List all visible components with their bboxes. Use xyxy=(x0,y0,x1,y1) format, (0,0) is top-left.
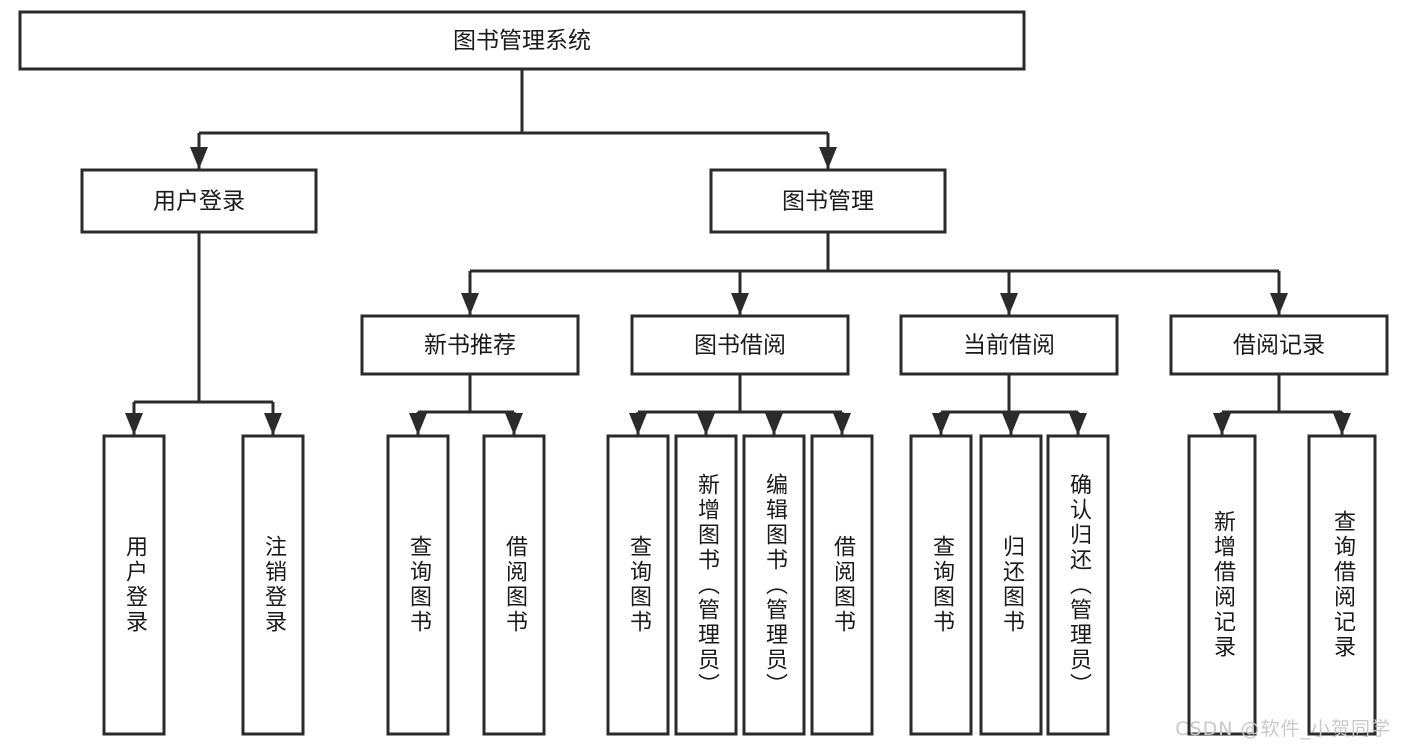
arrow-head-icon xyxy=(731,293,749,315)
level2-node-box-1[interactable] xyxy=(709,168,947,234)
arrow-head-icon xyxy=(505,413,523,435)
arrow-head-icon xyxy=(264,413,282,435)
leaf-node-box-10[interactable] xyxy=(1046,434,1110,736)
csdn-watermark: CSDN @软件_小贺同学 xyxy=(1175,718,1391,740)
arrow-head-icon xyxy=(1002,413,1020,435)
level2-node-box-0[interactable] xyxy=(80,168,318,234)
level3-node-box-1[interactable] xyxy=(630,314,850,376)
arrow-head-icon xyxy=(629,413,647,435)
root-node-label: 图书管理系统 xyxy=(453,28,591,54)
arrow-head-icon xyxy=(833,413,851,435)
level3-node-box-0[interactable] xyxy=(360,314,580,376)
arrow-head-icon xyxy=(697,413,715,435)
leaf-node-box-8[interactable] xyxy=(909,434,973,736)
leaf-node-box-3[interactable] xyxy=(482,434,546,736)
arrow-head-icon xyxy=(819,147,837,169)
leaf-node-box-7[interactable] xyxy=(810,434,874,736)
arrow-head-icon xyxy=(765,413,783,435)
node-boxes xyxy=(18,10,1389,736)
arrow-head-icon xyxy=(461,293,479,315)
leaf-node-box-12[interactable] xyxy=(1307,434,1377,736)
arrow-head-icon xyxy=(409,413,427,435)
level3-node-box-3[interactable] xyxy=(1169,314,1389,376)
arrow-head-icon xyxy=(1000,293,1018,315)
leaf-node-box-4[interactable] xyxy=(606,434,670,736)
level3-node-label-1: 图书借阅 xyxy=(694,333,786,359)
level3-node-box-2[interactable] xyxy=(899,314,1119,376)
arrow-head-icon xyxy=(932,413,950,435)
leaf-node-box-1[interactable] xyxy=(241,434,305,736)
arrow-head-icon xyxy=(1333,413,1351,435)
root-node-box[interactable] xyxy=(18,10,1026,71)
level2-node-label-1: 图书管理 xyxy=(782,189,874,215)
level3-node-label-2: 当前借阅 xyxy=(963,333,1055,359)
level3-node-label-3: 借阅记录 xyxy=(1233,333,1325,359)
leaf-node-box-0[interactable] xyxy=(102,434,166,736)
connector-lines xyxy=(125,69,1351,435)
arrow-head-icon xyxy=(125,413,143,435)
arrow-head-icon xyxy=(1069,413,1087,435)
leaf-node-box-5[interactable] xyxy=(674,434,738,736)
leaf-node-box-9[interactable] xyxy=(979,434,1043,736)
leaf-node-box-11[interactable] xyxy=(1187,434,1257,736)
leaf-node-box-6[interactable] xyxy=(742,434,806,736)
level2-node-label-0: 用户登录 xyxy=(153,189,245,215)
arrow-head-icon xyxy=(1213,413,1231,435)
leaf-node-box-2[interactable] xyxy=(386,434,450,736)
level3-node-label-0: 新书推荐 xyxy=(424,333,516,359)
arrow-head-icon xyxy=(190,147,208,169)
arrow-head-icon xyxy=(1270,293,1288,315)
